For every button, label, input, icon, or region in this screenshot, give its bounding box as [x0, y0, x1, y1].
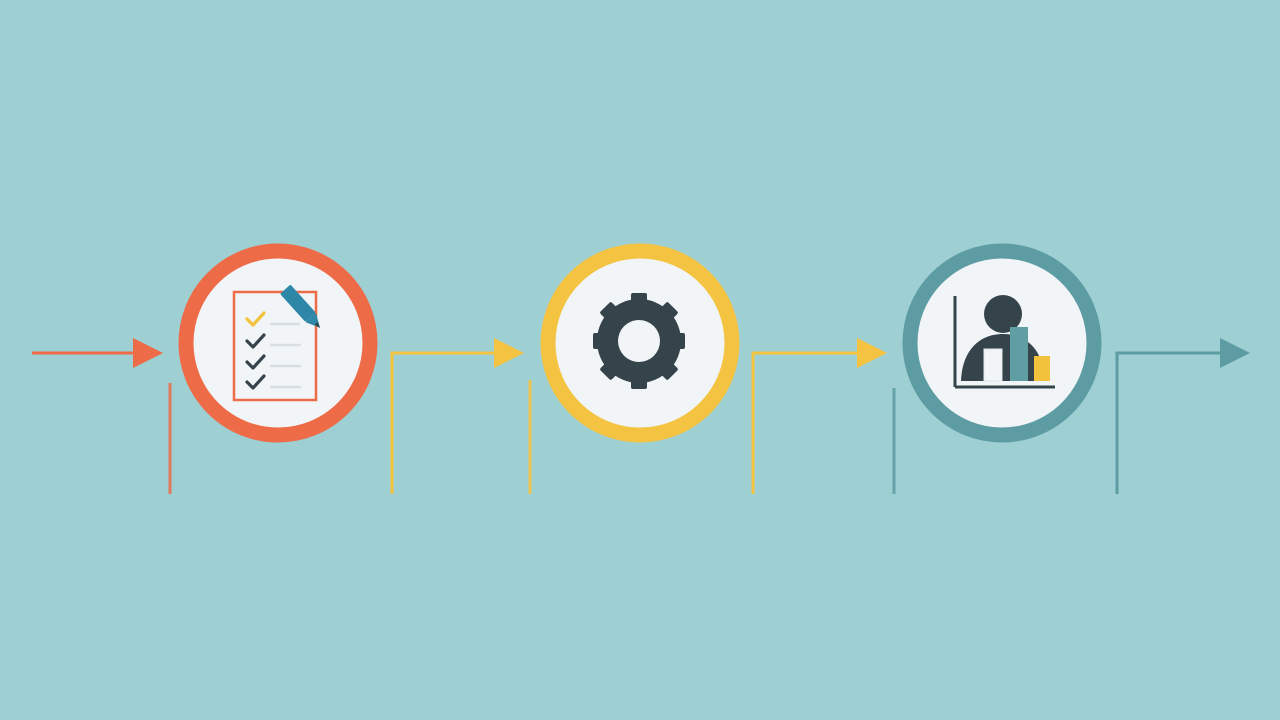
stage-checklist: [178, 243, 378, 443]
stage-results: [902, 243, 1102, 443]
gear-icon: [593, 293, 685, 389]
stage-process: [540, 243, 740, 443]
connector-checklist-to-process: [390, 338, 532, 494]
connector-process-to-results: [751, 338, 896, 494]
person-bar-chart-icon: [953, 295, 1055, 389]
connector-exit: [1115, 338, 1250, 494]
checklist-pencil-icon: [232, 285, 321, 402]
connector-entry: [32, 338, 172, 494]
